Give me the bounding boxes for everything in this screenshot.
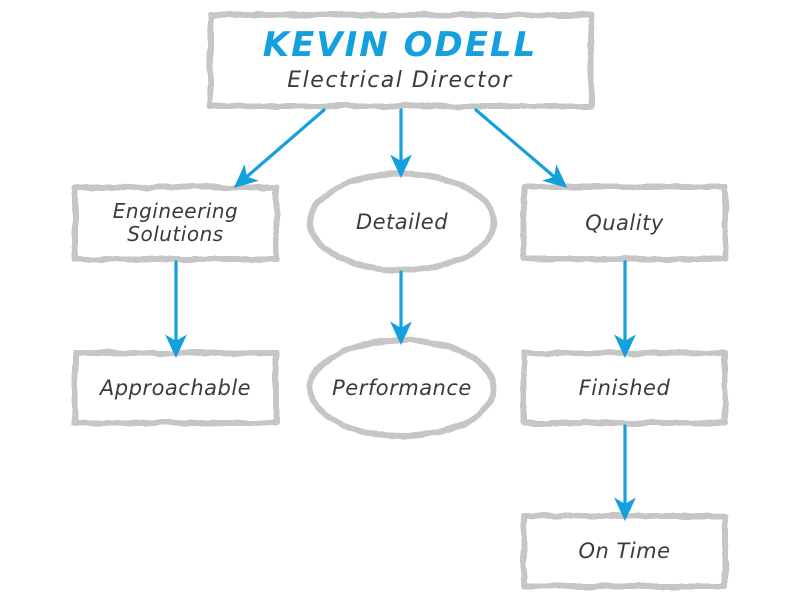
connector-root-to-engineering-solutions	[233, 108, 326, 188]
node-root[interactable]: KEVIN ODELL Electrical Director	[207, 12, 593, 108]
node-quality[interactable]: Quality	[521, 184, 728, 262]
node-on-time[interactable]: On Time	[521, 513, 728, 589]
node-label-on-time: On Time	[578, 538, 671, 563]
root-subtitle: Electrical Director	[287, 68, 513, 94]
node-label-engineering-solutions: Engineering Solutions	[112, 199, 239, 246]
root-title: KEVIN ODELL	[262, 24, 538, 65]
node-label-performance: Performance	[332, 375, 472, 400]
node-finished[interactable]: Finished	[521, 350, 728, 426]
node-label-finished: Finished	[578, 375, 671, 400]
node-label-quality: Quality	[585, 210, 664, 235]
shape-engineering-solutions-box	[72, 184, 279, 262]
node-label-approachable: Approachable	[99, 375, 252, 400]
node-detailed[interactable]: Detailed	[308, 171, 496, 273]
node-label-detailed: Detailed	[355, 209, 449, 234]
node-engineering-solutions[interactable]: Engineering Solutions	[72, 184, 279, 262]
shape-root-box	[207, 12, 594, 109]
connector-root-to-quality	[474, 108, 568, 188]
node-performance[interactable]: Performance	[308, 338, 496, 438]
shape-quality-box	[521, 184, 728, 262]
node-approachable[interactable]: Approachable	[72, 350, 279, 426]
